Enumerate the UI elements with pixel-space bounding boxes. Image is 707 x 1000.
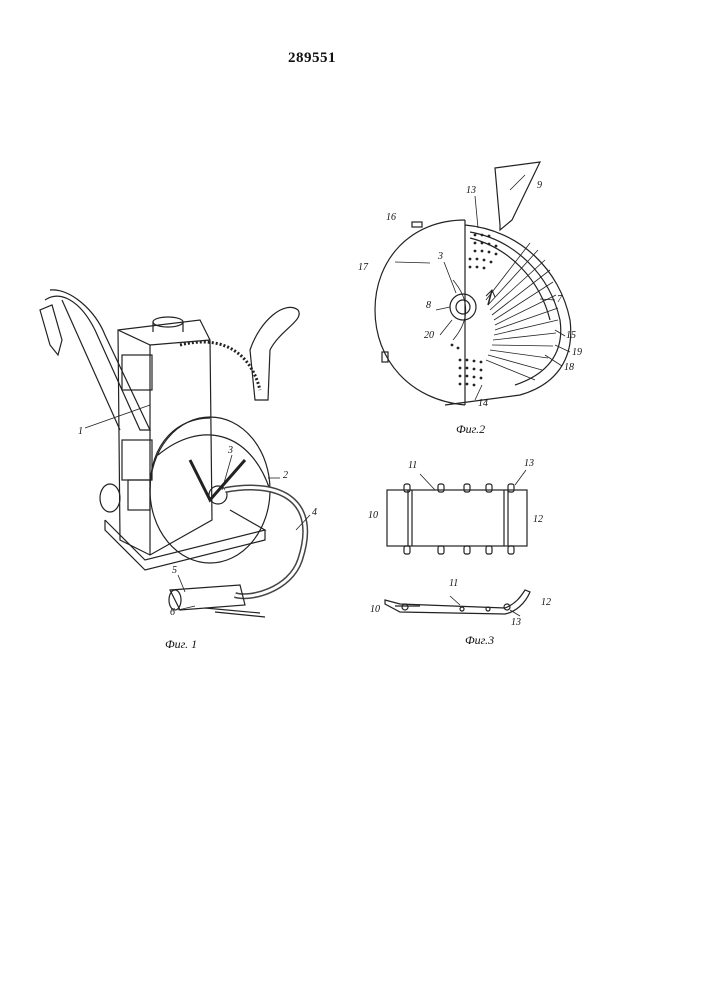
fig1-label-3: 3	[228, 445, 233, 456]
fig1-label-2: 2	[283, 470, 288, 481]
fig2-label-19: 19	[572, 347, 582, 358]
fig3-label-12-side: 12	[541, 597, 551, 608]
fig3-label-10-side: 10	[370, 604, 380, 615]
figure-3-drawing	[385, 470, 530, 616]
fig1-label-6: 6	[170, 607, 175, 618]
fig2-label-7: 7	[557, 294, 562, 305]
fig3-label-13-side: 13	[511, 617, 521, 628]
fig2-label-18: 18	[564, 362, 574, 373]
fig2-caption: Фиг.2	[456, 422, 485, 437]
fig1-label-1: 1	[78, 426, 83, 437]
fig2-label-15: 15	[566, 330, 576, 341]
fig2-label-17: 17	[358, 262, 368, 273]
fig3-caption: Фиг.3	[465, 633, 494, 648]
fig1-label-4: 4	[312, 507, 317, 518]
fig2-label-13: 13	[466, 185, 476, 196]
figure-2-drawing	[375, 162, 571, 405]
fig3-label-11-side: 11	[449, 578, 458, 589]
fig2-label-8: 8	[426, 300, 431, 311]
fig2-label-16: 16	[386, 212, 396, 223]
fig3-label-13-top: 13	[524, 458, 534, 469]
fig2-label-20: 20	[424, 330, 434, 341]
fig1-caption: Фиг. 1	[165, 637, 197, 652]
fig2-label-9: 9	[537, 180, 542, 191]
fig2-label-3: 3	[438, 251, 443, 262]
fig1-label-5: 5	[172, 565, 177, 576]
fig3-label-10-top: 10	[368, 510, 378, 521]
fig3-label-12-top: 12	[533, 514, 543, 525]
fig2-label-14: 14	[478, 398, 488, 409]
fig3-label-11-top: 11	[408, 460, 417, 471]
